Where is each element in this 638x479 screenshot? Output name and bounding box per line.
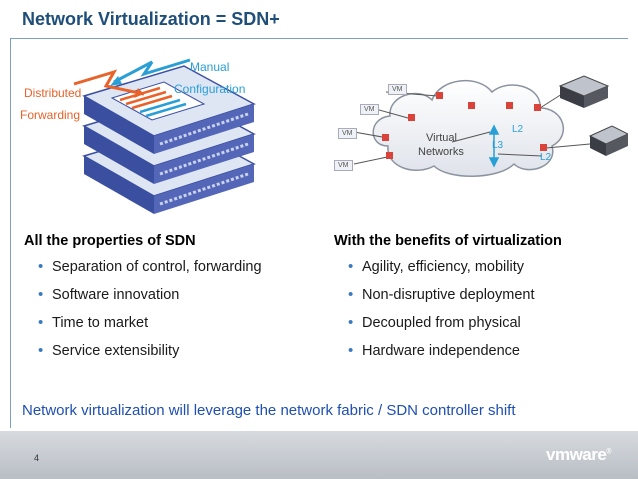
page-number: 4 <box>34 453 40 463</box>
logo-text: vmware <box>546 445 607 464</box>
sdn-properties-heading: All the properties of SDN <box>24 233 196 249</box>
cloud-text-networks: Networks <box>418 146 464 158</box>
switch-stack-illustration: Distributed Forwarding Manual Configurat… <box>14 46 304 226</box>
forwarding-label: Forwarding <box>20 108 81 122</box>
list-item: Time to market <box>38 314 324 331</box>
sdn-properties-column: All the properties of SDN Separation of … <box>24 233 324 371</box>
list-item: Agility, efficiency, mobility <box>348 258 634 275</box>
sdn-properties-list: Separation of control, forwarding Softwa… <box>24 258 324 359</box>
title-divider <box>10 38 628 39</box>
vm-box-2: VM <box>360 104 379 115</box>
virtualization-benefits-list: Agility, efficiency, mobility Non-disrup… <box>334 258 634 359</box>
switch-stack-graphic <box>73 58 256 214</box>
vm-box-4: VM <box>334 160 353 171</box>
vmware-logo: vmware® <box>546 445 611 464</box>
configuration-label: Configuration <box>174 82 246 96</box>
port-markers <box>382 92 547 159</box>
cloud-text-virtual: Virtual <box>426 132 457 144</box>
list-item: Software innovation <box>38 286 324 303</box>
list-item: Decoupled from physical <box>348 314 634 331</box>
virtualization-benefits-heading: With the benefits of virtualization <box>334 233 562 249</box>
label-l2-top: L2 <box>512 124 524 135</box>
manual-configuration-arrow <box>110 58 191 86</box>
distributed-forwarding-arrow <box>73 69 145 98</box>
distributed-label: Distributed <box>24 86 82 100</box>
list-item: Non-disruptive deployment <box>348 286 634 303</box>
l3-arrow <box>488 124 500 168</box>
vm-box-3: VM <box>338 128 357 139</box>
label-l2-bottom: L2 <box>540 152 552 163</box>
vm-box-1: VM <box>388 84 407 95</box>
list-item: Hardware independence <box>348 342 634 359</box>
server-bottom-right <box>588 125 630 156</box>
virtual-network-illustration: VM VM VM VM Virtual Networks L2 L3 L2 <box>328 56 630 196</box>
manual-label: Manual <box>190 60 230 74</box>
virtualization-benefits-column: With the benefits of virtualization Agil… <box>334 233 634 371</box>
cloud-shape <box>372 79 564 177</box>
slide-title: Network Virtualization = SDN+ <box>22 9 280 29</box>
list-item: Separation of control, forwarding <box>38 258 324 275</box>
list-item: Service extensibility <box>38 342 324 359</box>
label-l3: L3 <box>492 140 504 151</box>
left-divider <box>10 38 11 428</box>
footer-note: Network virtualization will leverage the… <box>22 402 516 419</box>
cloud-graphic <box>353 75 630 177</box>
footer-bar <box>0 431 638 479</box>
server-top-right <box>558 75 610 108</box>
